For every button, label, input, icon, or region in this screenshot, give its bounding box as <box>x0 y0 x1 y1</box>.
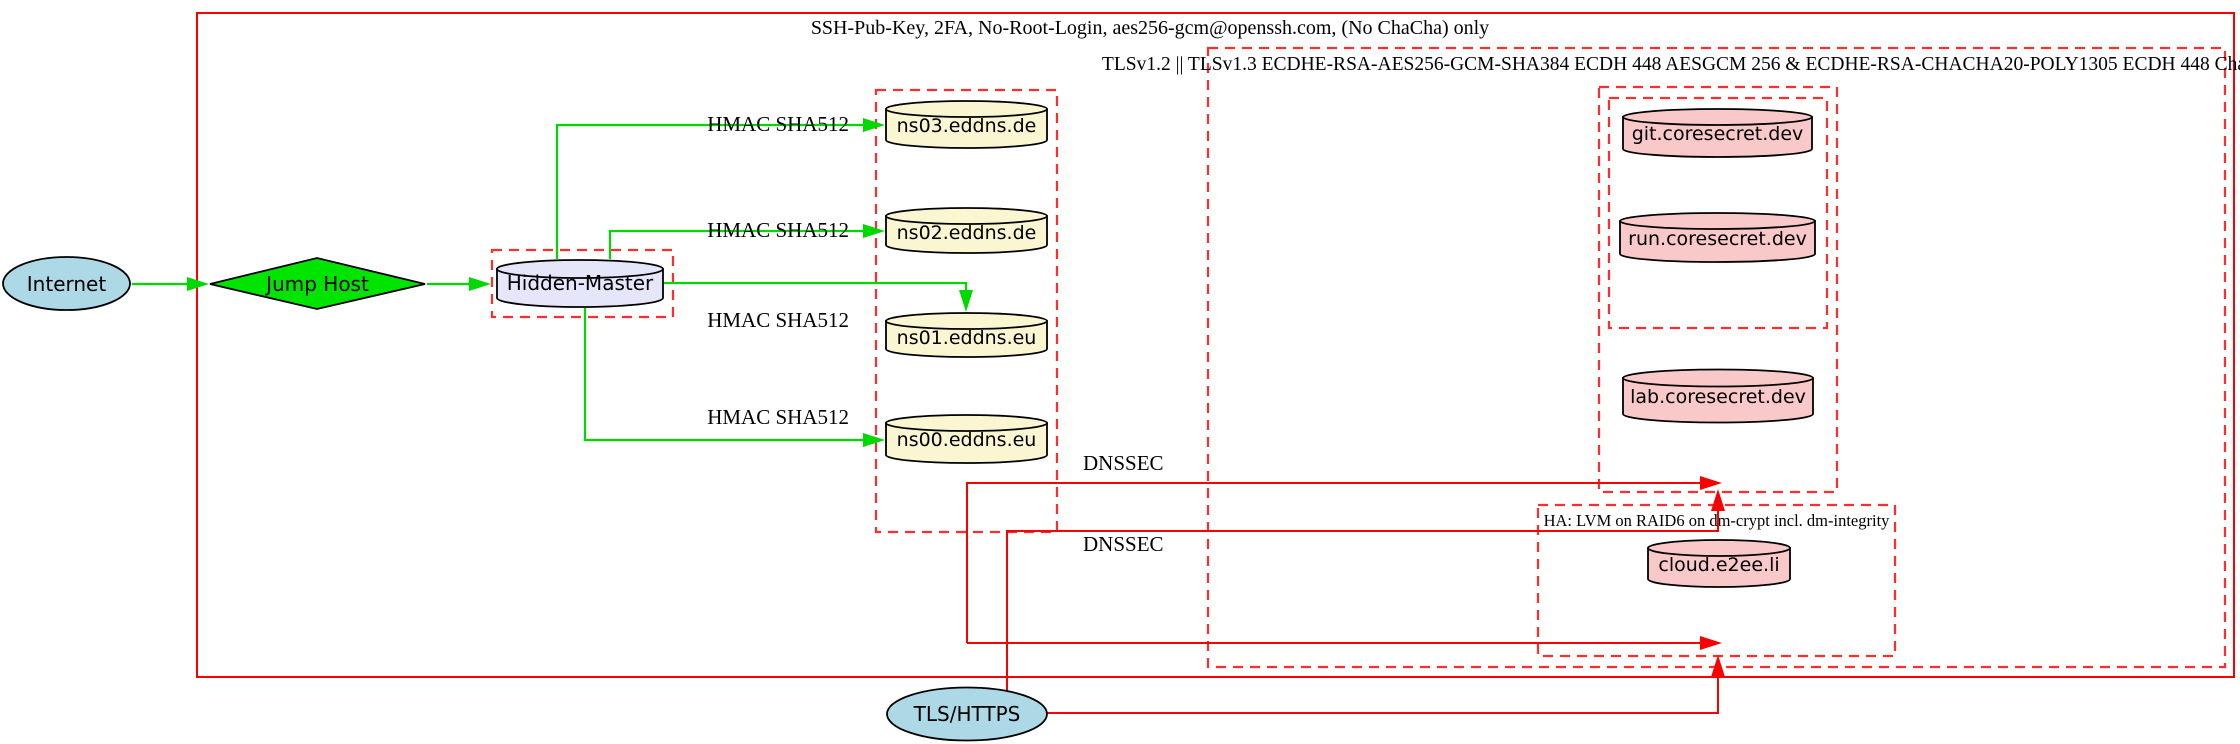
node-tls-https <box>886 686 1048 742</box>
node-git-body <box>1622 116 1813 158</box>
arrowhead-ns02 <box>863 224 885 238</box>
cluster-ha-label: HA: LVM on RAID6 on dm-crypt incl. dm-in… <box>1544 511 1891 530</box>
node-cloud-body <box>1647 547 1791 588</box>
edge-label-hmac-ns03: HMAC SHA512 <box>707 112 849 136</box>
node-ns00-body <box>885 422 1048 464</box>
arrowhead-tlshttps-cloud <box>1711 655 1725 677</box>
node-ns00-top <box>885 414 1048 432</box>
cluster-coresecret-inner-box <box>1607 96 1829 330</box>
node-jump-host-label: Jump Host <box>264 272 369 296</box>
node-ns03-top <box>885 100 1048 118</box>
edge-label-dnssec-top: DNSSEC <box>1083 451 1164 475</box>
arrowhead-dnssec-lower <box>1700 636 1722 650</box>
edge-hiddenmaster-ns03 <box>555 123 864 259</box>
arrowhead-ns00 <box>863 433 885 447</box>
node-run-body <box>1619 220 1816 263</box>
node-hidden-master-top <box>496 259 664 279</box>
edge-label-hmac-ns01: HMAC SHA512 <box>707 308 849 332</box>
cluster-hidden-master-box <box>490 248 675 319</box>
node-ns02-label: ns02.eddns.de <box>897 222 1037 244</box>
edge-label-hmac-ns02: HMAC SHA512 <box>707 218 849 242</box>
edge-tlshttps-coresecret <box>1006 510 1719 691</box>
node-internet <box>2 256 131 311</box>
arrowhead-dnssec-upper <box>1700 476 1722 490</box>
node-ns01-label: ns01.eddns.eu <box>897 327 1037 349</box>
arrowhead-jumphost-hiddenmaster <box>469 277 491 291</box>
node-git-label: git.coresecret.dev <box>1632 123 1804 145</box>
node-git-top <box>1622 108 1813 126</box>
node-hidden-master-label: Hidden-Master <box>507 271 654 295</box>
node-ns03-label: ns03.eddns.de <box>897 115 1037 137</box>
edge-hiddenmaster-ns02 <box>608 229 864 259</box>
arrowhead-tlshttps-coresecret <box>1711 489 1725 511</box>
edge-hiddenmaster-ns01 <box>664 281 968 291</box>
node-internet-label: Internet <box>27 272 107 296</box>
node-ns03-body <box>885 108 1048 149</box>
node-run-top <box>1619 212 1816 230</box>
arrowhead-internet-jumphost <box>187 277 209 291</box>
edge-dnssec-upper <box>966 482 1701 643</box>
node-lab-top <box>1622 368 1814 388</box>
cluster-tls-label: TLSv1.2 || TLSv1.3 ECDHE-RSA-AES256-GCM-… <box>1102 54 2240 75</box>
node-lab-label: lab.coresecret.dev <box>1630 386 1806 408</box>
cluster-ssh-box <box>196 12 2235 678</box>
node-hidden-master-body <box>496 268 664 308</box>
arrowhead-ns03 <box>863 118 885 132</box>
node-lab-body <box>1622 377 1814 424</box>
node-ns02-body <box>885 215 1048 254</box>
cluster-coresecret-outer-box <box>1597 85 1839 494</box>
node-ns02-top <box>885 207 1048 225</box>
cluster-nameservers-box <box>874 88 1059 534</box>
node-cloud-label: cloud.e2ee.li <box>1658 554 1779 576</box>
node-ns00-label: ns00.eddns.eu <box>897 429 1037 451</box>
node-ns01-top <box>885 312 1048 330</box>
edge-label-dnssec-bottom: DNSSEC <box>1083 532 1164 556</box>
edge-tlshttps-cloud <box>1047 677 1719 714</box>
node-run-label: run.coresecret.dev <box>1628 228 1807 250</box>
cluster-ssh-label: SSH-Pub-Key, 2FA, No-Root-Login, aes256-… <box>811 17 1489 39</box>
edge-label-hmac-ns00: HMAC SHA512 <box>707 405 849 429</box>
edge-hiddenmaster-ns00 <box>583 308 864 442</box>
node-ns01-body <box>885 320 1048 358</box>
node-jump-host <box>209 257 426 310</box>
arrowhead-ns01 <box>959 290 973 312</box>
node-cloud-top <box>1647 539 1791 557</box>
node-tls-https-label: TLS/HTTPS <box>913 702 1021 726</box>
